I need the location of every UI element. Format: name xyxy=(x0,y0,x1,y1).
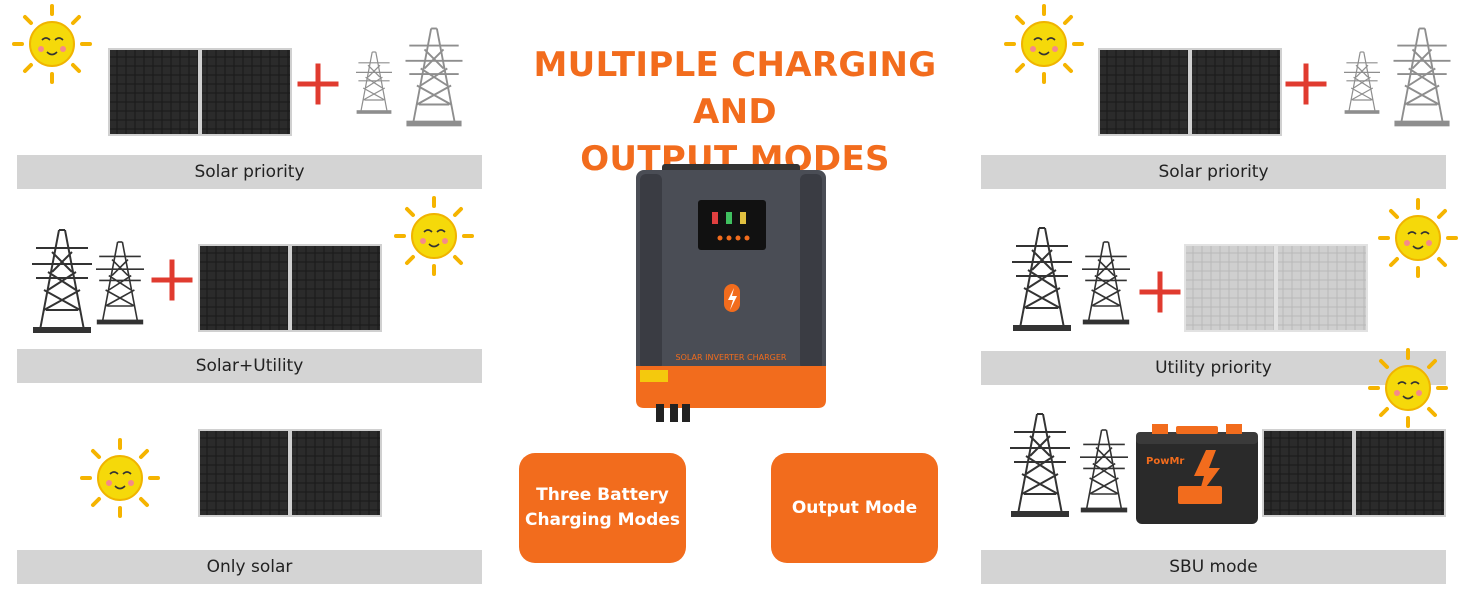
power-tower-icon xyxy=(355,51,393,114)
solar-panel-icon xyxy=(108,48,292,136)
inverter-icon: SOLAR INVERTER CHARGER xyxy=(636,164,826,422)
plus-icon xyxy=(318,84,319,85)
charging-modes-line-1: Three Battery xyxy=(536,485,669,505)
sun-icon xyxy=(80,438,160,518)
mode-label-sbu-mode: SBU mode xyxy=(981,550,1446,584)
power-tower-icon xyxy=(31,229,93,333)
mode-label-solar-priority-right: Solar priority xyxy=(981,155,1446,189)
battery-icon: PowMr xyxy=(1136,424,1258,524)
power-tower-icon xyxy=(95,241,145,325)
plus-icon xyxy=(172,280,173,281)
power-tower-icon xyxy=(1392,27,1452,127)
power-tower-icon xyxy=(404,27,464,127)
solar-panel-icon xyxy=(1098,48,1282,136)
mode-label-only-solar: Only solar xyxy=(17,550,482,584)
battery-brand: PowMr xyxy=(1146,456,1184,467)
plus-icon xyxy=(1306,84,1307,85)
mode-label-solar-utility: Solar+Utility xyxy=(17,349,482,383)
sun-icon xyxy=(1378,198,1458,278)
mode-label-utility-priority: Utility priority xyxy=(981,351,1446,385)
sun-icon xyxy=(394,196,474,276)
title-line-1: MULTIPLE CHARGING AND xyxy=(533,45,937,132)
three-battery-charging-modes-button[interactable]: Three Battery Charging Modes xyxy=(519,453,686,563)
inverter-panel-text: SOLAR INVERTER CHARGER xyxy=(676,353,787,362)
solar-panel-icon xyxy=(1262,429,1446,517)
solar-panel-icon xyxy=(1184,244,1368,332)
power-tower-icon xyxy=(1009,413,1071,517)
mode-label-solar-priority-left: Solar priority xyxy=(17,155,482,189)
power-tower-icon xyxy=(1343,51,1381,114)
power-tower-icon xyxy=(1079,429,1129,513)
sun-icon xyxy=(1004,4,1084,84)
power-tower-icon xyxy=(1081,241,1131,325)
page-title: MULTIPLE CHARGING AND OUTPUT MODES xyxy=(492,42,978,183)
solar-panel-icon xyxy=(198,244,382,332)
power-tower-icon xyxy=(1011,227,1073,331)
sun-icon xyxy=(12,4,92,84)
solar-panel-icon xyxy=(198,429,382,517)
sun-icon xyxy=(1368,348,1448,428)
plus-icon xyxy=(1160,292,1161,293)
output-mode-button[interactable]: Output Mode xyxy=(771,453,938,563)
charging-modes-line-2: Charging Modes xyxy=(524,510,681,530)
